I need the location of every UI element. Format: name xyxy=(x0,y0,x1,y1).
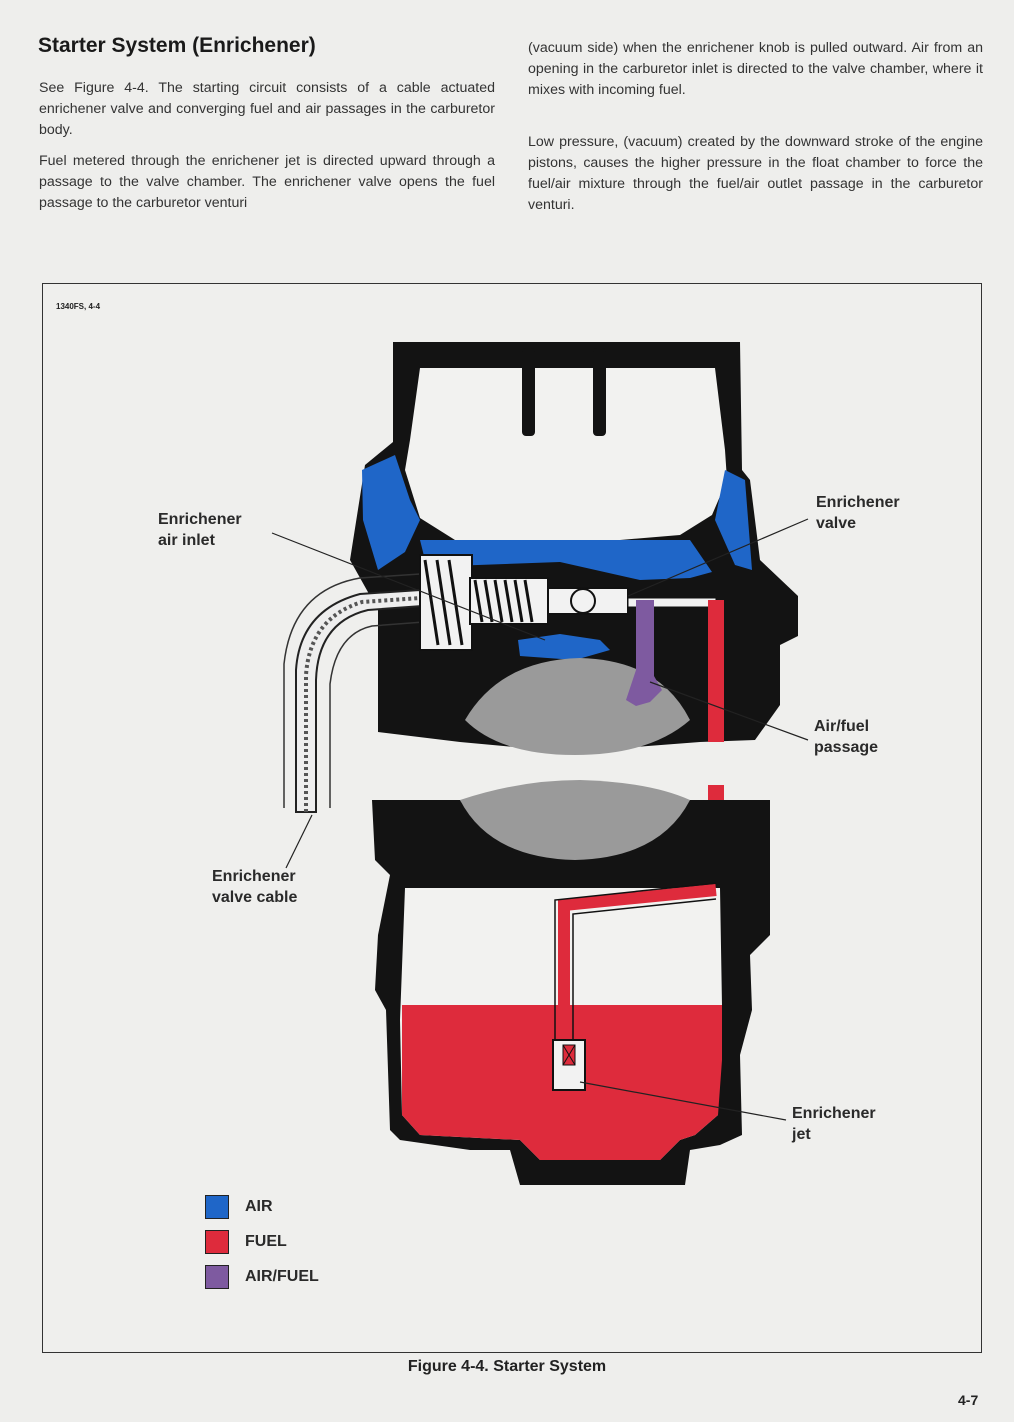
leader-cable xyxy=(285,814,313,869)
figure-caption: Figure 4-4. Starter System xyxy=(407,1358,607,1375)
leader-valve xyxy=(627,518,809,597)
page-number: 4-7 xyxy=(958,1392,979,1408)
legend-swatch-fuel xyxy=(205,1230,229,1254)
fuel-tube-outline xyxy=(554,882,717,1040)
valve-cable-outer-2 xyxy=(329,619,451,808)
choke-flange-left xyxy=(522,348,535,436)
fuel-tube xyxy=(558,884,717,1040)
legend-swatch-air xyxy=(205,1195,229,1219)
legend-item-fuel: FUEL xyxy=(205,1230,287,1254)
section-title: Starter System (Enrichener) xyxy=(38,34,316,57)
airfuel-passage xyxy=(626,600,662,706)
leader-airfuel xyxy=(649,681,809,741)
paragraph-vacuum-side: (vacuum side) when the enrichener knob i… xyxy=(528,40,983,98)
legend-swatch-airfuel xyxy=(205,1265,229,1289)
jet-mark-2 xyxy=(562,1044,576,1066)
venturi-lower xyxy=(460,780,690,860)
valve-cable-outer xyxy=(283,571,451,808)
paragraph-intro: See Figure 4-4. The starting circuit con… xyxy=(39,80,495,138)
air-passage-lower xyxy=(518,634,610,660)
legend-label-airfuel: AIR/FUEL xyxy=(245,1268,319,1285)
leader-air-inlet xyxy=(271,532,546,641)
paragraph-low-pressure: Low pressure, (vacuum) created by the do… xyxy=(528,134,983,213)
air-region-right xyxy=(715,470,752,570)
legend-item-airfuel: AIR/FUEL xyxy=(205,1265,319,1289)
figure-id: 1340FS, 4-4 xyxy=(56,302,101,311)
valve-cable-core xyxy=(304,594,451,812)
air-horn-chamber xyxy=(405,368,727,540)
air-region-left xyxy=(362,455,420,570)
valve-nut xyxy=(419,554,473,651)
legend-item-air: AIR xyxy=(205,1195,273,1219)
air-passage-top xyxy=(420,540,712,580)
valve-threads xyxy=(423,559,534,646)
legend-label-fuel: FUEL xyxy=(245,1233,287,1250)
leader-jet xyxy=(579,1081,787,1121)
legend-label-air: AIR xyxy=(245,1198,273,1215)
paragraph-fuel-metering: Fuel metered through the enrichener jet … xyxy=(39,153,495,211)
choke-flange-right xyxy=(593,348,606,436)
fuel-passage-upper xyxy=(708,600,724,742)
valve-ball xyxy=(570,588,596,614)
